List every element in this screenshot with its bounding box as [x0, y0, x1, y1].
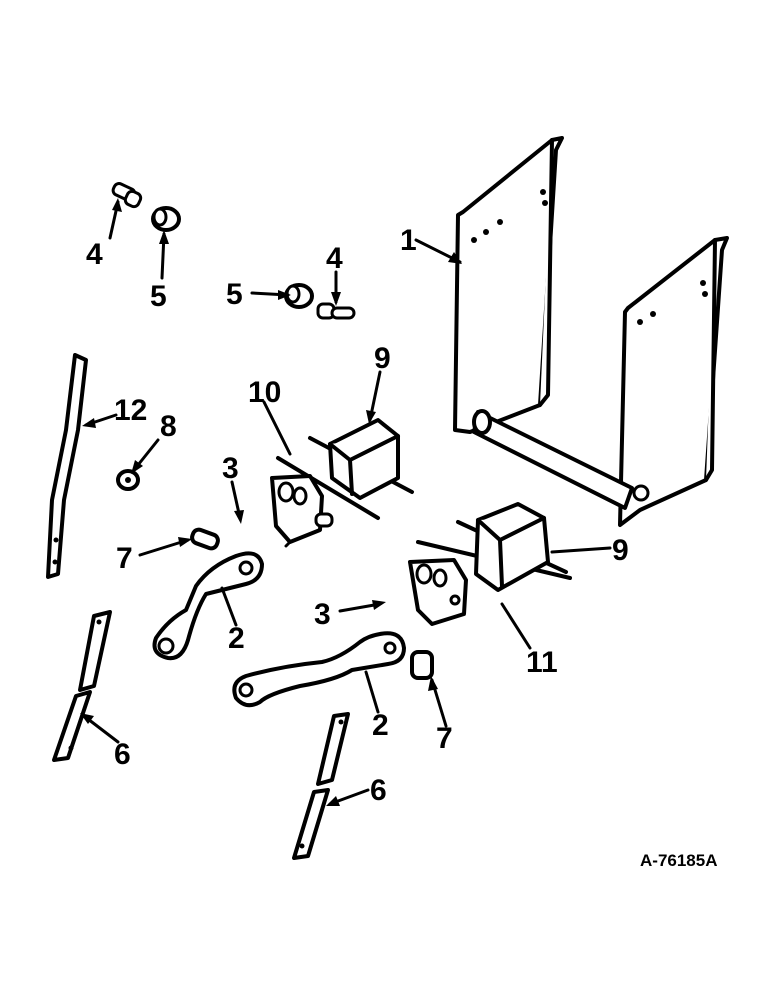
callout-7-lower: 7: [436, 722, 453, 755]
callout-11: 11: [526, 646, 558, 679]
callout-6-right: 6: [370, 774, 387, 807]
callout-3-upper: 3: [222, 452, 239, 485]
pin-part-upper: [190, 527, 220, 551]
pin-part-lower: [410, 650, 434, 680]
callout-2-upper: 2: [228, 622, 245, 655]
callout-8: 8: [160, 410, 177, 443]
callout-1: 1: [400, 224, 417, 257]
lift-arm-part-upper: [152, 551, 264, 661]
callout-12: 12: [114, 394, 147, 427]
strap-part-right: [292, 712, 350, 860]
lift-arm-part-lower: [232, 631, 406, 708]
pin-part-left: [111, 182, 143, 209]
callout-3-lower: 3: [314, 598, 331, 631]
pin-part-right: [316, 302, 356, 320]
callout-2-lower: 2: [372, 709, 389, 742]
bushing-part-right: [284, 283, 314, 309]
brace-bar-part: [46, 353, 88, 579]
callout-5-lower: 5: [226, 278, 243, 311]
callout-4-left: 4: [86, 238, 103, 271]
drawing-reference-number: A-76185A: [640, 851, 718, 870]
spacer-part: [116, 469, 140, 491]
leader-lines: [80, 198, 612, 806]
callout-5-upper: 5: [150, 280, 167, 313]
callout-4-right: 4: [326, 242, 343, 275]
callout-9-upper: 9: [374, 342, 391, 375]
callout-6-left: 6: [114, 738, 131, 771]
bushing-part-left: [151, 206, 181, 232]
callout-10: 10: [248, 376, 281, 409]
callout-9-lower: 9: [612, 534, 629, 567]
mounting-frame-part: [453, 136, 729, 527]
callout-labels: 1 2 2 3 3 4 4 5 5 6 6 7 7 8 9 9 10 11 12…: [86, 224, 718, 870]
callout-7-upper: 7: [116, 542, 133, 575]
left-bracket-part: [270, 418, 414, 548]
strap-part-left: [52, 610, 112, 762]
right-bracket-part: [408, 502, 572, 626]
